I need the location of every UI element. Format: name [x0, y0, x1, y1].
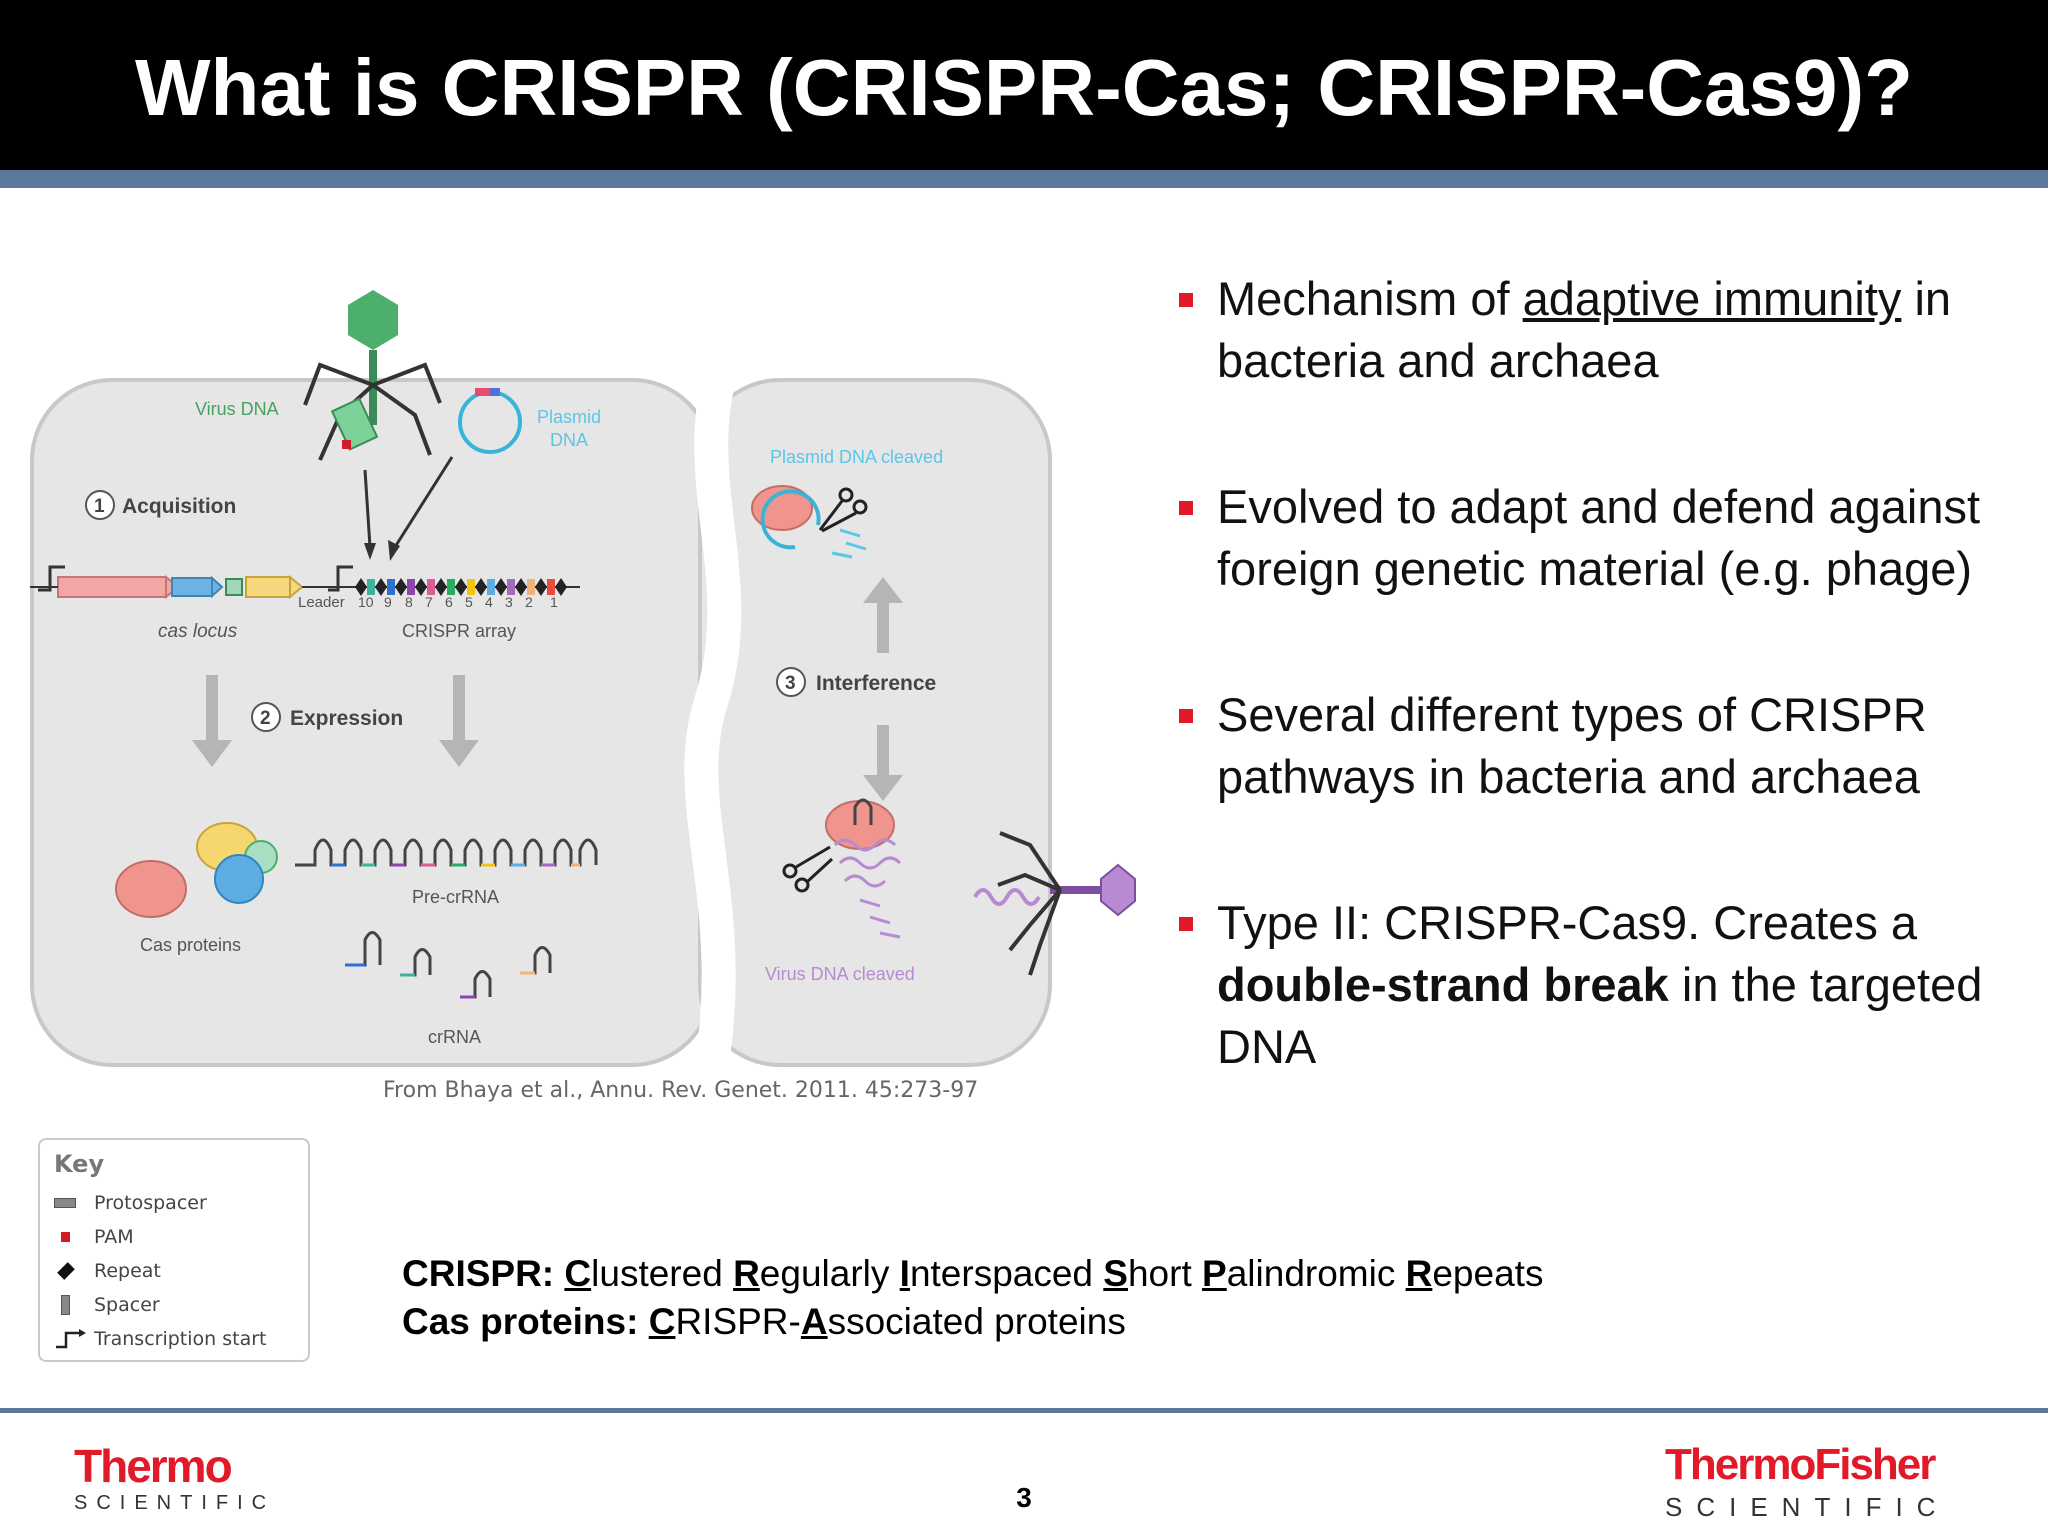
page-number: 3 [1016, 1482, 1032, 1513]
svg-text:9: 9 [384, 594, 392, 610]
bullet-type-ii: Type II: CRISPR-Cas9. Creates a double-s… [1175, 892, 2015, 1078]
protospacer-icon [54, 1193, 94, 1213]
svg-text:4: 4 [485, 594, 493, 610]
crispr-array [328, 565, 580, 596]
thermo-scientific-logo: Thermo SCIENTIFIC [74, 1440, 276, 1514]
bullet-evolved: Evolved to adapt and defend against fore… [1175, 476, 2015, 600]
plasmid-cleaved-icon [751, 485, 867, 559]
svg-text:1: 1 [550, 594, 558, 610]
virus-cleaved-icon [825, 798, 902, 939]
step3-badge [776, 667, 806, 697]
cas-locus [30, 565, 340, 600]
key-item-protospacer: Protospacer [54, 1186, 294, 1220]
thermofisher-scientific-logo: ThermoFisher SCIENTIFIC [1665, 1440, 1950, 1523]
cell-right [698, 378, 1052, 1067]
bullet-adaptive-immunity: Mechanism of adaptive immunity in bacter… [1175, 268, 2015, 392]
slide-title: What is CRISPR (CRISPR-Cas; CRISPR-Cas9)… [134, 43, 1913, 132]
svg-text:10: 10 [358, 594, 374, 610]
bullet-pathway-types: Several different types of CRISPR pathwa… [1175, 684, 2015, 808]
definitions: CRISPR: Clustered Regularly Interspaced … [402, 1250, 1543, 1346]
crispr-array-label: CRISPR array [402, 621, 516, 641]
plasmid-label-2: DNA [550, 430, 588, 450]
key-box: Key Protospacer PAM Repeat Spacer Transc… [38, 1138, 310, 1362]
repeat-icon [54, 1261, 94, 1281]
virus-dna-label: Virus DNA [195, 399, 279, 419]
cas-proteins-icon [115, 822, 278, 918]
interference-label: Interference [816, 672, 936, 695]
phage-right-icon [973, 831, 1136, 976]
plasmid-cleaved-label: Plasmid DNA cleaved [770, 447, 943, 467]
arrow-plasmid-in [393, 456, 454, 548]
svg-text:5: 5 [465, 594, 473, 610]
crispr-figure: Virus DNA Plasmid DNA 1 Acquisition [20, 285, 1140, 1115]
svg-text:7: 7 [425, 594, 433, 610]
virus-cleaved-label: Virus DNA cleaved [765, 964, 915, 984]
svg-text:1: 1 [94, 496, 105, 517]
cas-definition: Cas proteins: CRISPR-Associated proteins [402, 1301, 1126, 1342]
plasmid-label-1: Plasmid [537, 407, 601, 427]
key-item-transcription-start: Transcription start [54, 1322, 294, 1356]
scissors-icon [818, 487, 868, 533]
leader-label: Leader [298, 594, 345, 611]
plasmid-icon [458, 388, 522, 454]
citation: From Bhaya et al., Annu. Rev. Genet. 201… [383, 1078, 979, 1103]
expression-label: Expression [290, 707, 403, 730]
cas-proteins-label: Cas proteins [140, 935, 241, 955]
crispr-definition: CRISPR: Clustered Regularly Interspaced … [402, 1253, 1544, 1294]
bullet-list: Mechanism of adaptive immunity in bacter… [1175, 268, 2015, 1162]
svg-text:2: 2 [260, 708, 271, 729]
expression-arrows [192, 675, 479, 767]
step1-badge [85, 490, 115, 520]
interference-arrows [863, 577, 903, 801]
svg-text:3: 3 [505, 594, 513, 610]
key-item-pam: PAM [54, 1220, 294, 1254]
key-item-repeat: Repeat [54, 1254, 294, 1288]
cas-locus-label: cas locus [158, 621, 238, 642]
spacer-numbers: 10 9 8 7 6 5 4 3 2 1 [358, 594, 558, 610]
title-stripe [0, 170, 2048, 188]
transcription-start-icon [54, 1329, 94, 1349]
svg-text:2: 2 [525, 594, 533, 610]
spacer-icon [54, 1295, 94, 1315]
key-title: Key [54, 1150, 105, 1178]
acquisition-label: Acquisition [122, 495, 236, 518]
crispr-diagram: Virus DNA Plasmid DNA 1 Acquisition [30, 290, 1136, 1078]
pam-icon [54, 1227, 94, 1247]
pre-crrna-label: Pre-crRNA [412, 887, 499, 907]
crrna-fragments [345, 931, 552, 999]
svg-text:8: 8 [405, 594, 413, 610]
arrow-virus-in [363, 469, 372, 548]
svg-text:3: 3 [785, 673, 796, 694]
step2-badge [251, 702, 281, 732]
crrna-label: crRNA [428, 1027, 481, 1047]
cell-divider [684, 370, 742, 1078]
footer-line [0, 1408, 2048, 1413]
title-bar [0, 0, 2048, 170]
scissors-icon-2 [782, 845, 834, 893]
key-item-spacer: Spacer [54, 1288, 294, 1322]
svg-text:6: 6 [445, 594, 453, 610]
phage-icon [303, 290, 442, 461]
